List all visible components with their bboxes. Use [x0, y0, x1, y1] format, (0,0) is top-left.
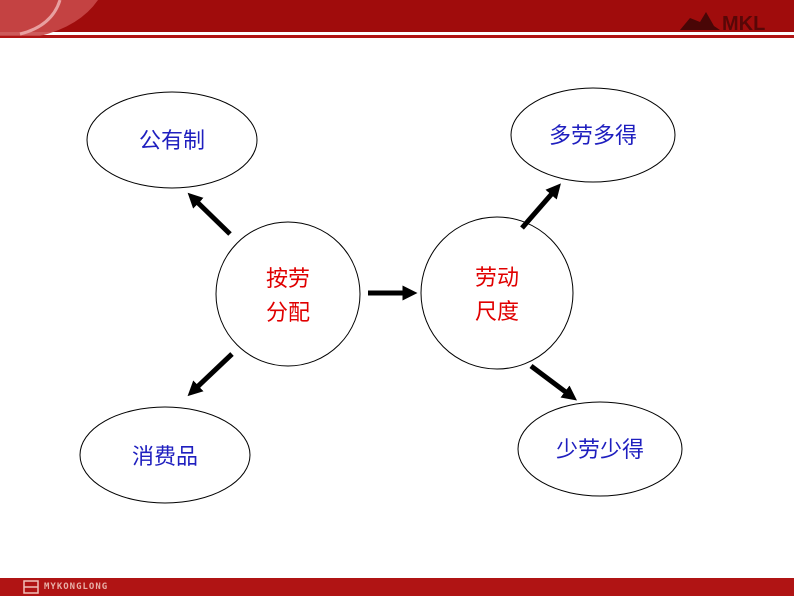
- node-bottom-right-label: 少劳少得: [556, 438, 644, 463]
- arrow-to-top-right: [520, 183, 561, 230]
- node-top-right: 多劳多得: [510, 87, 676, 183]
- node-center-right-line2: 尺度: [475, 300, 519, 325]
- node-top-right-label: 多劳多得: [549, 124, 637, 149]
- node-center-left-line1: 按劳: [266, 267, 310, 292]
- footer-logo-icon: [23, 580, 39, 594]
- arrow-to-bottom-right: [529, 364, 577, 401]
- node-top-left: 公有制: [86, 91, 258, 189]
- header-banner: MKL: [0, 0, 794, 38]
- svg-text:MKL: MKL: [722, 13, 765, 35]
- node-center-left: 按劳 分配: [215, 221, 361, 367]
- node-center-left-line2: 分配: [266, 301, 310, 326]
- node-bottom-left-label: 消费品: [132, 445, 198, 470]
- node-center-right-line1: 劳动: [475, 266, 519, 291]
- node-bottom-left: 消费品: [79, 406, 251, 504]
- node-top-left-label: 公有制: [139, 129, 205, 154]
- node-bottom-right: 少劳少得: [517, 401, 683, 497]
- footer-banner: [0, 578, 794, 596]
- arrow-to-bottom-left: [187, 352, 234, 397]
- node-center-right: 劳动 尺度: [420, 216, 574, 370]
- arrow-to-top-left: [187, 192, 232, 236]
- brand-logo-icon: MKL: [680, 12, 765, 35]
- footer-text: MYKONGLONG: [44, 582, 109, 592]
